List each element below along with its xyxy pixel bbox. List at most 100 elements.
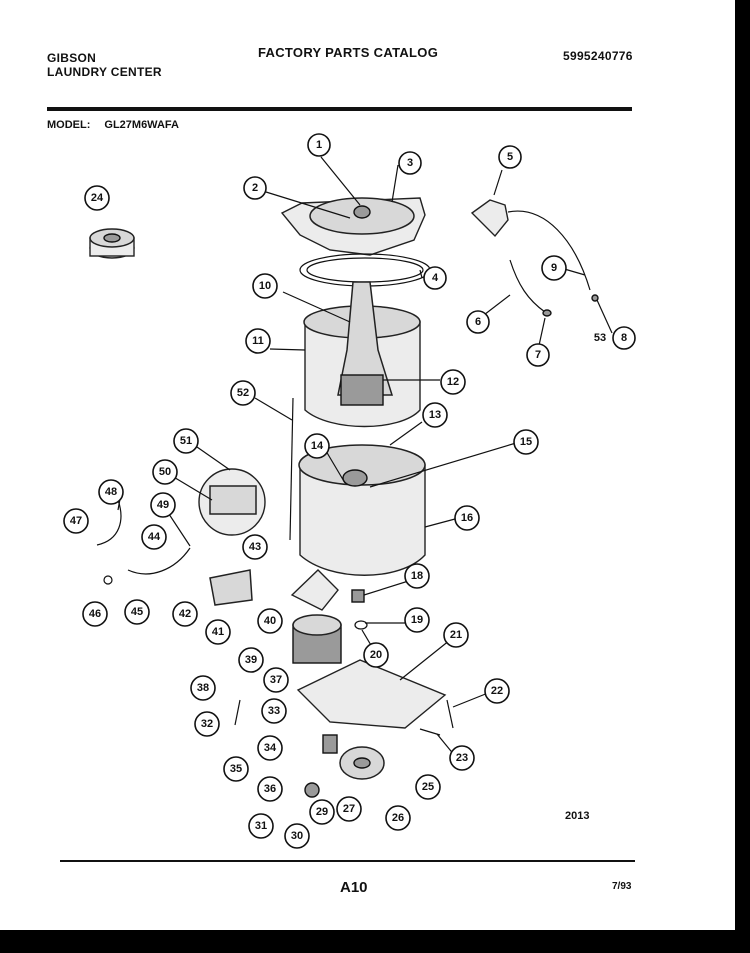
svg-text:33: 33 [268, 705, 280, 717]
svg-text:37: 37 [270, 674, 282, 686]
svg-text:31: 31 [255, 820, 267, 832]
callout-44: 44 [141, 524, 167, 550]
callout-13: 13 [422, 402, 448, 428]
callout-50: 50 [152, 459, 178, 485]
svg-text:29: 29 [316, 806, 328, 818]
svg-text:20: 20 [370, 649, 382, 661]
svg-text:44: 44 [148, 531, 161, 543]
svg-text:38: 38 [197, 682, 209, 694]
svg-text:12: 12 [447, 376, 459, 388]
callout-32: 32 [194, 711, 220, 737]
callout-16: 16 [454, 505, 480, 531]
callout-30: 30 [284, 823, 310, 849]
svg-text:49: 49 [157, 499, 169, 511]
callout-27: 27 [336, 796, 362, 822]
callout-bubbles: 1 2 3 4 5 6 7 8 9 10 11 12 13 14 15 16 1… [63, 133, 636, 849]
svg-text:42: 42 [179, 608, 191, 620]
svg-text:21: 21 [450, 629, 462, 641]
callout-42: 42 [172, 601, 198, 627]
svg-text:22: 22 [491, 685, 503, 697]
svg-text:18: 18 [411, 570, 423, 582]
callout-34: 34 [257, 735, 283, 761]
callout-18: 18 [404, 563, 430, 589]
page-number: A10 [340, 879, 368, 896]
footer-rule [60, 860, 635, 862]
callout-23: 23 [449, 745, 475, 771]
svg-text:7: 7 [535, 349, 541, 361]
svg-text:35: 35 [230, 763, 242, 775]
callout-11: 11 [245, 328, 271, 354]
svg-text:39: 39 [245, 654, 257, 666]
svg-text:23: 23 [456, 752, 468, 764]
brand-name: GIBSON [47, 51, 97, 65]
callout-29: 29 [309, 799, 335, 825]
callout-38: 38 [190, 675, 216, 701]
svg-text:26: 26 [392, 812, 404, 824]
scan-border-right [735, 0, 750, 953]
parts-drawing [89, 197, 599, 798]
svg-text:10: 10 [259, 280, 271, 292]
svg-text:24: 24 [91, 192, 104, 204]
svg-text:9: 9 [551, 262, 557, 274]
svg-text:51: 51 [180, 435, 192, 447]
scan-border-bottom [0, 930, 750, 953]
callout-20: 20 [363, 642, 389, 668]
svg-text:47: 47 [70, 515, 82, 527]
callout-24: 24 [84, 185, 110, 211]
svg-text:27: 27 [343, 803, 355, 815]
svg-text:30: 30 [291, 830, 303, 842]
svg-text:4: 4 [432, 272, 439, 284]
callout-8: 8 [612, 326, 636, 350]
catalog-number: 5995240776 [563, 49, 633, 63]
svg-text:3: 3 [407, 157, 413, 169]
svg-text:19: 19 [411, 614, 423, 626]
svg-text:1: 1 [316, 139, 322, 151]
callout-10: 10 [252, 273, 278, 299]
callout-19: 19 [404, 607, 430, 633]
callout-43: 43 [242, 534, 268, 560]
svg-text:14: 14 [311, 440, 324, 452]
product-line: LAUNDRY CENTER [47, 65, 162, 79]
model-number: GL27M6WAFA [104, 119, 179, 131]
header-rule [47, 107, 632, 111]
svg-text:40: 40 [264, 615, 276, 627]
callout-7: 7 [526, 343, 550, 367]
callout-46: 46 [82, 601, 108, 627]
callout-22: 22 [484, 678, 510, 704]
callout-15: 15 [513, 429, 539, 455]
svg-text:13: 13 [429, 409, 441, 421]
callout-4: 4 [423, 266, 447, 290]
callout-48: 48 [98, 479, 124, 505]
callout-21: 21 [443, 622, 469, 648]
callout-36: 36 [257, 776, 283, 802]
callout-2: 2 [243, 176, 267, 200]
svg-text:32: 32 [201, 718, 213, 730]
revision-date: 7/93 [612, 881, 632, 892]
callout-45: 45 [124, 599, 150, 625]
svg-text:16: 16 [461, 512, 473, 524]
svg-text:11: 11 [252, 335, 264, 347]
callout-52: 52 [230, 380, 256, 406]
callout-39: 39 [238, 647, 264, 673]
callout-9: 9 [541, 255, 567, 281]
callout-5: 5 [498, 145, 522, 169]
callout-51: 51 [173, 428, 199, 454]
exploded-parts-diagram: 1 2 3 4 5 6 7 8 9 10 11 12 13 14 15 16 1… [63, 133, 636, 849]
callout-14: 14 [304, 433, 330, 459]
svg-text:53: 53 [594, 332, 606, 344]
callout-35: 35 [223, 756, 249, 782]
svg-text:52: 52 [237, 387, 249, 399]
callout-40: 40 [257, 608, 283, 634]
catalog-title: FACTORY PARTS CATALOG [258, 45, 439, 60]
svg-text:5: 5 [507, 151, 513, 163]
svg-text:8: 8 [621, 332, 627, 344]
callout-6: 6 [466, 310, 490, 334]
callout-53: 53 [594, 332, 606, 344]
drawing-code: 2013 [565, 810, 590, 822]
svg-text:48: 48 [105, 486, 117, 498]
svg-text:46: 46 [89, 608, 101, 620]
svg-text:45: 45 [131, 606, 143, 618]
callout-49: 49 [150, 492, 176, 518]
callout-37: 37 [263, 667, 289, 693]
model-label: MODEL: [47, 119, 91, 131]
